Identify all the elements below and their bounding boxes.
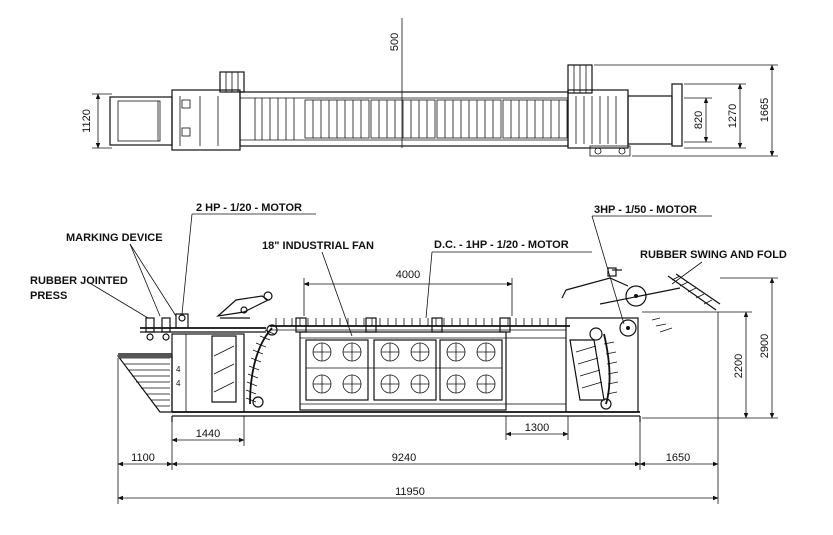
label-motor-3hp: 3HP - 1/50 - MOTOR	[594, 204, 697, 216]
dim-top-1120: 1120	[81, 109, 93, 133]
label-rubber-swing: RUBBER SWING AND FOLD	[640, 249, 787, 261]
dim-top-1270: 1270	[727, 104, 739, 128]
dim-side-11950: 11950	[395, 486, 425, 498]
side-view: 4 4	[116, 267, 721, 422]
svg-text:4: 4	[176, 379, 181, 388]
top-view-slats	[254, 98, 568, 140]
industrial-fans	[305, 339, 503, 401]
dim-side-1440: 1440	[196, 428, 220, 440]
label-rubber-press-line1: RUBBER JOINTED	[30, 275, 128, 287]
dim-side-1300: 1300	[525, 422, 549, 434]
side-dimensions: 4000 2200 2900 1440 1300 1100 9240 1650 …	[117, 269, 778, 504]
dim-side-9240: 9240	[392, 452, 416, 464]
dim-side-1100: 1100	[131, 452, 155, 464]
dim-side-4000: 4000	[396, 269, 420, 281]
dim-top-1665: 1665	[759, 98, 771, 122]
label-marking-device: MARKING DEVICE	[66, 232, 163, 244]
dim-side-2900: 2900	[759, 334, 771, 358]
label-rubber-press-line2: PRESS	[30, 290, 67, 302]
label-industrial-fan: 18" INDUSTRIAL FAN	[262, 240, 374, 252]
dim-top-500: 500	[389, 33, 401, 51]
svg-text:4: 4	[176, 365, 181, 374]
label-leaders	[87, 213, 712, 337]
dim-top-820: 820	[693, 111, 705, 129]
infeed-ramp-hatch	[118, 353, 172, 407]
label-dc-motor: D.C. - 1HP - 1/20 - MOTOR	[434, 239, 569, 251]
top-chain	[270, 318, 570, 331]
top-view: 500 1120 820 1270 1665	[81, 18, 778, 157]
label-motor-2hp: 2 HP - 1/20 - MOTOR	[196, 202, 302, 214]
dim-side-1650: 1650	[666, 452, 690, 464]
ascending-chain	[245, 324, 278, 408]
dim-side-2200: 2200	[733, 354, 745, 378]
callout-labels: 2 HP - 1/20 - MOTOR MARKING DEVICE 18" I…	[30, 202, 787, 302]
